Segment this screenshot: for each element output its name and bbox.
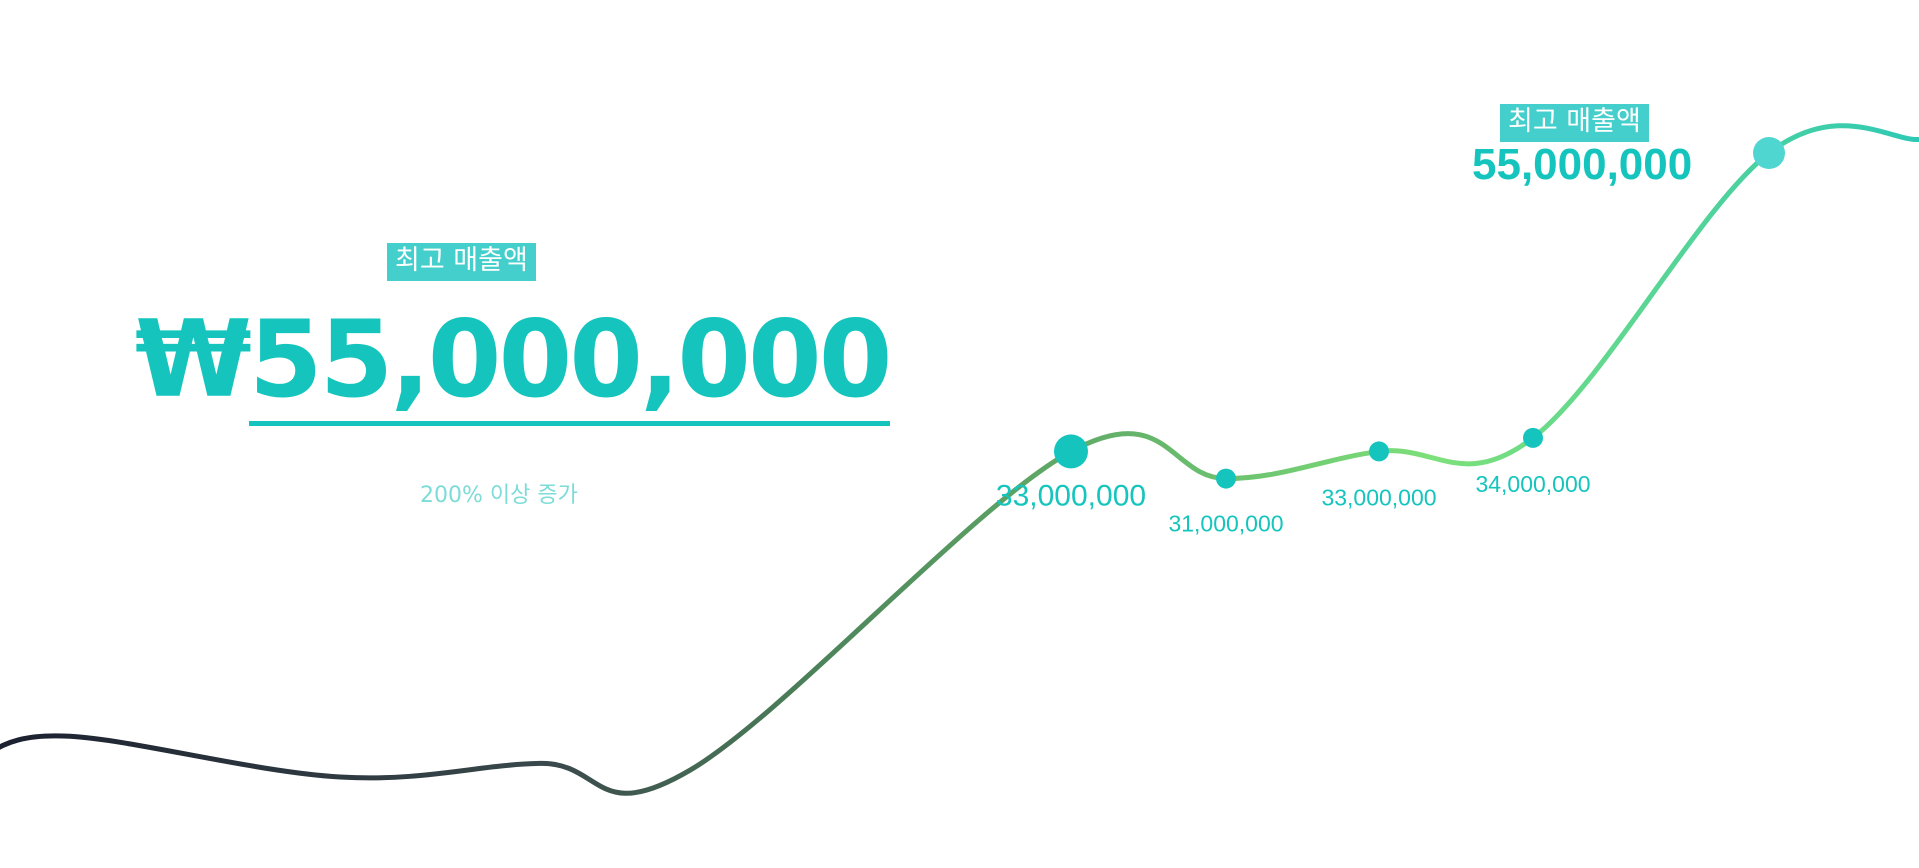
data-point-label: 33,000,000 [1321, 484, 1436, 510]
data-point-marker [1216, 468, 1236, 489]
data-point-label: 31,000,000 [1168, 511, 1283, 537]
data-point-label: 34,000,000 [1475, 471, 1590, 497]
data-point-marker [1523, 427, 1543, 448]
growth-subtitle: 200% 이상 증가 [420, 483, 578, 508]
peak-revenue-value: 55,000,000 [1472, 140, 1693, 189]
revenue-series-line [0, 123, 1919, 796]
amount-value: 55,000,000 [248, 298, 892, 426]
highest-revenue-amount: ₩55,000,000 [135, 298, 892, 426]
data-point-marker [1054, 434, 1088, 469]
data-point-marker [1369, 441, 1389, 462]
currency-symbol: ₩ [135, 298, 252, 421]
data-point-label: 33,000,000 [996, 479, 1146, 512]
highest-revenue-tag: 최고 매출액 [387, 243, 536, 281]
peak-point-marker [1753, 137, 1785, 169]
peak-revenue-tag: 최고 매출액 [1500, 104, 1649, 142]
